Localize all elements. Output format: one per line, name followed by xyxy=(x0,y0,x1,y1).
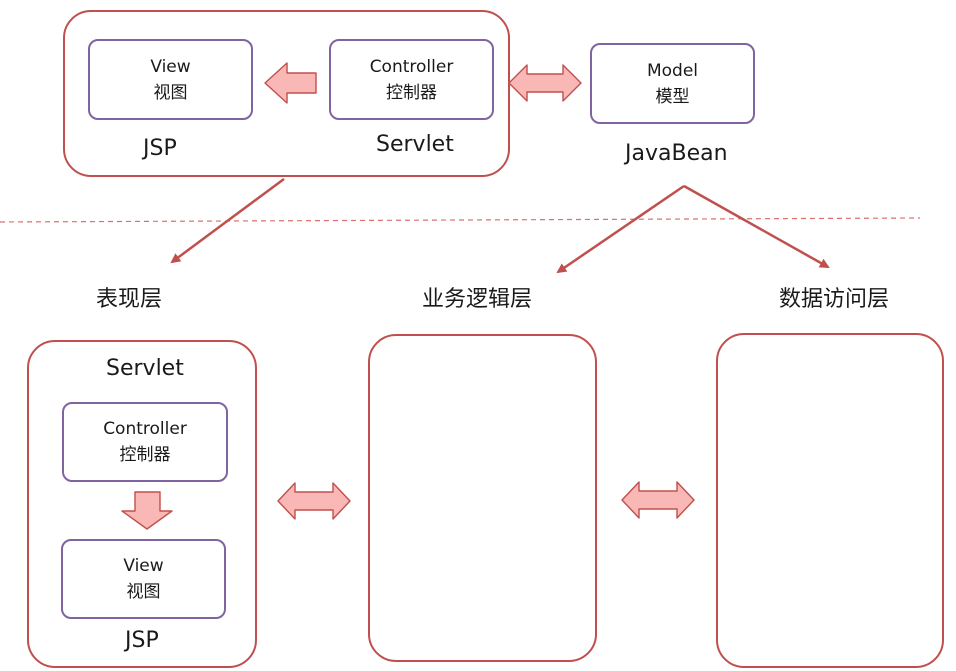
business-data-access-double-arrow xyxy=(621,481,695,519)
controller-to-view-arrow xyxy=(264,62,317,104)
data-access-layer-label: 数据访问层 xyxy=(779,287,890,312)
bottom-controller-box: Controller 控制器 xyxy=(62,402,228,482)
bottom-controller-zh: 控制器 xyxy=(119,445,171,465)
top-view-zh: 视图 xyxy=(153,82,188,103)
model-en: Model xyxy=(646,60,699,81)
bottom-view-en: View xyxy=(123,556,164,576)
bottom-view-box: View 视图 xyxy=(61,539,226,619)
top-view-box: View 视图 xyxy=(88,39,253,120)
layer-divider-line xyxy=(0,217,921,223)
top-view-en: View xyxy=(150,56,191,77)
top-controller-en: Controller xyxy=(369,56,454,77)
top-controller-zh: 控制器 xyxy=(386,82,437,103)
presentation-layer-label: 表现层 xyxy=(96,287,163,312)
bottom-view-zh: 视图 xyxy=(126,582,161,602)
bottom-servlet-label: Servlet xyxy=(106,356,184,381)
presentation-business-double-arrow xyxy=(277,482,351,520)
javabean-label: JavaBean xyxy=(625,141,728,166)
controller-to-view-down-arrow xyxy=(121,491,173,530)
servlet-group-to-presentation-pointer xyxy=(170,177,285,264)
top-servlet-label: Servlet xyxy=(376,132,454,157)
bottom-controller-en: Controller xyxy=(103,419,187,439)
model-zh: 模型 xyxy=(655,86,690,107)
top-jsp-label: JSP xyxy=(143,136,177,161)
javabean-to-business-pointer xyxy=(556,184,685,274)
business-layer-box xyxy=(368,334,597,662)
business-layer-label: 业务逻辑层 xyxy=(422,287,533,312)
model-box: Model 模型 xyxy=(590,43,755,124)
javabean-to-data-access-pointer xyxy=(683,184,830,269)
top-controller-box: Controller 控制器 xyxy=(329,39,494,120)
controller-model-double-arrow xyxy=(508,64,582,102)
bottom-jsp-label: JSP xyxy=(125,628,159,653)
data-access-layer-box xyxy=(716,333,944,668)
